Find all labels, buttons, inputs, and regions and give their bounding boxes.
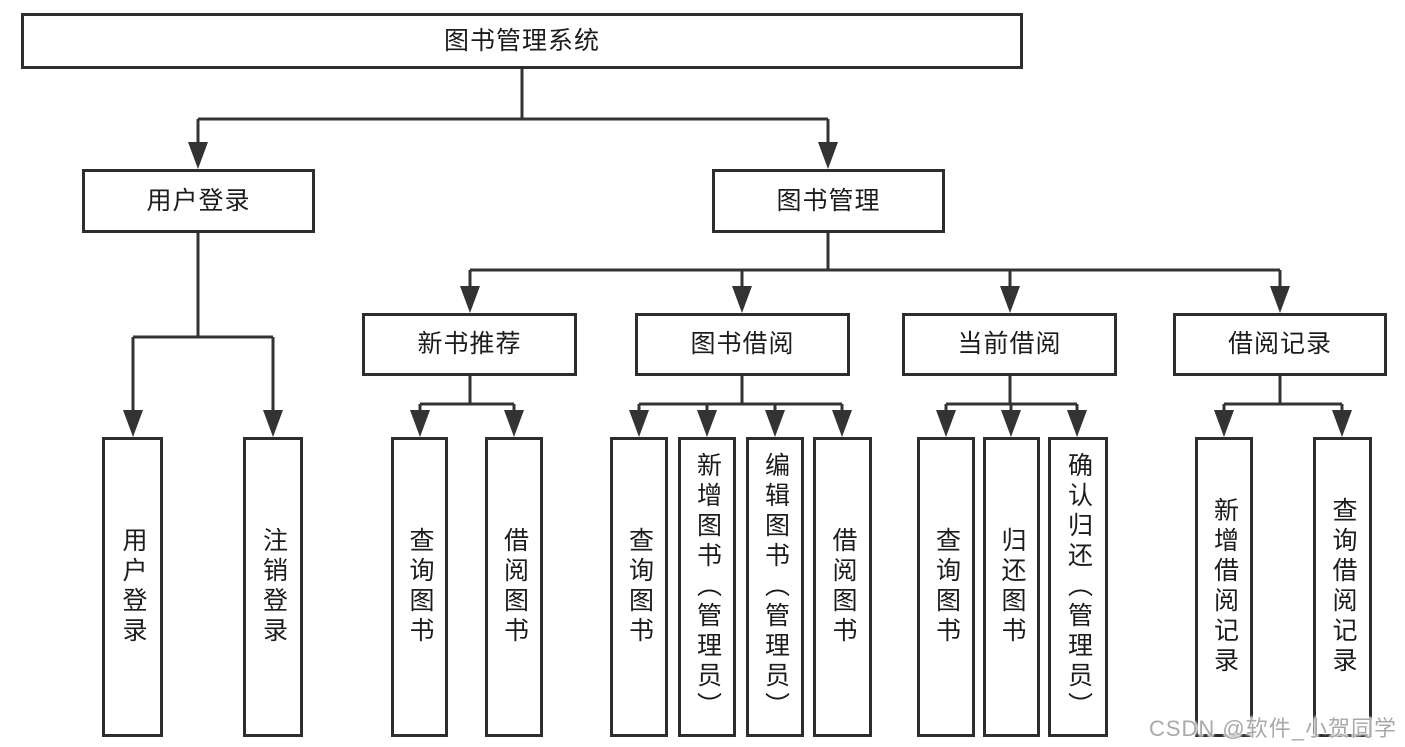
node-label: 用户登录 <box>119 527 147 647</box>
node-label: 确认归还（管理员） <box>1064 452 1093 722</box>
leaf-borrow-books: 借阅图书 <box>813 437 872 737</box>
arrowhead <box>818 142 838 169</box>
leaf-borrow-books-recommend: 借阅图书 <box>485 437 543 737</box>
arrowhead <box>629 410 649 437</box>
arrowhead <box>460 286 480 313</box>
node-label: 借阅图书 <box>500 527 529 647</box>
arrowhead <box>1214 410 1234 437</box>
node-current-borrowing: 当前借阅 <box>902 313 1117 376</box>
leaf-confirm-return-admin: 确认归还（管理员） <box>1048 437 1108 737</box>
node-label: 新增借阅记录 <box>1210 497 1239 677</box>
node-label: 查询图书 <box>406 527 434 647</box>
node-new-book-recommendation: 新书推荐 <box>362 313 577 376</box>
node-borrowing-records: 借阅记录 <box>1173 313 1387 376</box>
connector-records-to-leaves <box>1222 376 1344 413</box>
node-book-management: 图书管理 <box>712 169 945 233</box>
node-label: 图书管理系统 <box>443 26 600 55</box>
arrowhead <box>263 410 283 437</box>
node-user-login: 用户登录 <box>82 169 315 233</box>
connector-bookmgmt-to-level3 <box>468 233 1282 288</box>
leaf-query-books-recommend: 查询图书 <box>391 437 448 737</box>
node-library-management-system: 图书管理系统 <box>21 13 1023 69</box>
arrowhead <box>832 410 852 437</box>
node-label: 当前借阅 <box>957 330 1062 358</box>
leaf-add-borrow-record: 新增借阅记录 <box>1195 437 1253 737</box>
connector-current-to-leaves <box>944 376 1079 413</box>
node-label: 新增图书（管理员） <box>693 452 722 722</box>
node-label: 注销登录 <box>259 527 288 647</box>
arrowhead <box>188 142 208 169</box>
node-label: 归还图书 <box>998 527 1026 647</box>
node-label: 借阅图书 <box>829 527 857 647</box>
connector-borrow-to-leaves <box>637 376 844 413</box>
leaf-return-book: 归还图书 <box>983 437 1040 737</box>
arrowhead <box>1067 410 1087 437</box>
arrowhead <box>123 410 143 437</box>
leaf-add-book-admin: 新增图书（管理员） <box>678 437 736 737</box>
leaf-edit-book-admin: 编辑图书（管理员） <box>746 437 804 737</box>
connector-root-to-level2 <box>196 69 830 143</box>
arrowhead <box>1001 410 1021 437</box>
arrowhead <box>504 410 524 437</box>
leaf-query-borrow-record: 查询借阅记录 <box>1313 437 1372 737</box>
node-label: 查询图书 <box>932 527 961 647</box>
node-book-borrowing: 图书借阅 <box>635 313 850 376</box>
arrowhead <box>1270 286 1290 313</box>
node-label: 查询借阅记录 <box>1329 497 1357 677</box>
connector-userlogin-to-leaves <box>131 233 275 413</box>
node-label: 借阅记录 <box>1227 330 1332 358</box>
node-label: 编辑图书（管理员） <box>761 452 790 722</box>
watermark-text: CSDN @软件_小贺同学 <box>1148 716 1397 741</box>
node-label: 新书推荐 <box>417 330 522 358</box>
arrowhead <box>765 410 785 437</box>
arrowhead <box>1000 286 1020 313</box>
arrowhead <box>1332 410 1352 437</box>
leaf-logout: 注销登录 <box>243 437 303 737</box>
arrowhead <box>410 410 430 437</box>
arrowhead <box>936 410 956 437</box>
leaf-query-books-borrow: 查询图书 <box>610 437 668 737</box>
node-label: 图书管理 <box>776 186 881 215</box>
leaf-query-books-current: 查询图书 <box>917 437 975 737</box>
node-label: 用户登录 <box>146 186 251 215</box>
node-label: 图书借阅 <box>690 330 795 358</box>
connector-newbook-to-leaves <box>418 376 516 413</box>
leaf-user-login: 用户登录 <box>102 437 163 737</box>
arrowhead <box>697 410 717 437</box>
node-label: 查询图书 <box>625 527 654 647</box>
arrowhead <box>732 286 752 313</box>
